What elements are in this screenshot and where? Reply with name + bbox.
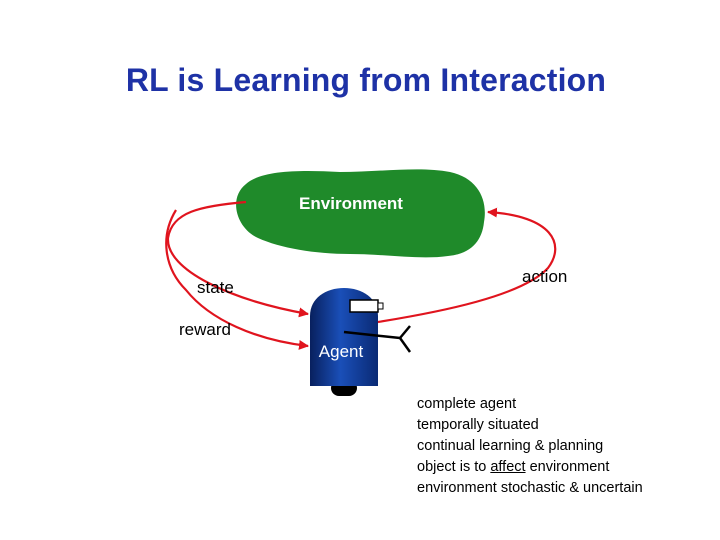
reward-label: reward — [179, 320, 231, 339]
agent-eye — [349, 299, 379, 313]
note-item: environment stochastic & uncertain — [417, 480, 643, 496]
notes-list: complete agent temporally situated conti… — [417, 394, 643, 499]
note-underlined-word: affect — [490, 459, 526, 475]
action-arrow — [377, 207, 557, 324]
reward-arrow — [165, 209, 309, 350]
note-item: continual learning & planning — [417, 438, 604, 454]
note-text: object is to — [417, 459, 491, 475]
action-label: action — [522, 267, 567, 286]
agent-arm — [343, 330, 401, 340]
note-text: environment — [525, 459, 610, 475]
note-item: complete agent — [417, 396, 517, 412]
environment-blob — [236, 169, 485, 258]
slide-title: RL is Learning from Interaction — [125, 62, 607, 98]
state-label: state — [197, 278, 234, 297]
agent-label: Agent — [319, 342, 364, 361]
environment-label: Environment — [299, 194, 403, 213]
note-item: object is to affect environment — [417, 457, 643, 478]
state-arrow — [166, 200, 309, 318]
agent-figure — [310, 288, 412, 396]
note-item: temporally situated — [417, 417, 539, 433]
